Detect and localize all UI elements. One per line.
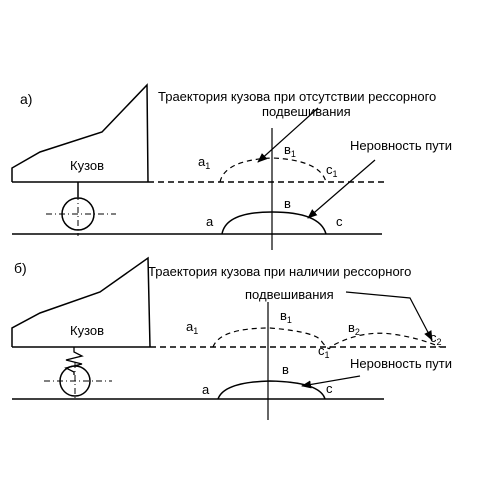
point-c2-label: с2 [430, 330, 442, 347]
trajectory-caption-line2: подвешивания [245, 287, 334, 302]
trajectory-arrow [345, 291, 433, 341]
point-b-label: в [284, 196, 291, 211]
car-body-outline [11, 256, 151, 348]
point-a-label: а [206, 214, 214, 229]
trajectory-caption-line1: Траектория кузова при наличии рессорного [148, 264, 411, 279]
panel-b-label: б) [14, 260, 27, 276]
body-trajectory-bump [219, 157, 327, 183]
panel-b: б) Кузов а1 в1 с1 в2 с2 в а с Траектория… [11, 256, 452, 420]
point-c1-label: с1 [318, 343, 330, 360]
point-c-label: с [326, 381, 333, 396]
point-a1-label: а1 [198, 154, 210, 171]
body-trajectory-oscillation [212, 327, 441, 350]
road-bump [217, 380, 326, 400]
road-caption: Неровность пути [350, 356, 452, 371]
road-caption: Неровность пути [350, 138, 452, 153]
trajectory-arrow [257, 107, 319, 163]
car-body-outline [11, 83, 149, 183]
body-label: Кузов [70, 323, 104, 338]
panel-a: а) Кузов а1 в1 с1 в а с Траектория кузов… [11, 83, 452, 250]
panel-a-label: а) [20, 91, 32, 107]
point-c1-label: с1 [326, 162, 338, 179]
road-arrow [307, 159, 376, 219]
point-b2-label: в2 [348, 320, 360, 337]
point-c-label: с [336, 214, 343, 229]
suspension-spring [64, 347, 84, 375]
trajectory-caption-line2: подвешивания [262, 104, 351, 119]
point-b1-label: в1 [284, 142, 296, 159]
point-a-label: а [202, 382, 210, 397]
point-b-label: в [282, 362, 289, 377]
trajectory-caption-line1: Траектория кузова при отсутствии рессорн… [158, 89, 436, 104]
point-a1-label: а1 [186, 319, 198, 336]
road-arrow [301, 375, 361, 389]
point-b1-label: в1 [280, 308, 292, 325]
body-label: Кузов [70, 158, 104, 173]
